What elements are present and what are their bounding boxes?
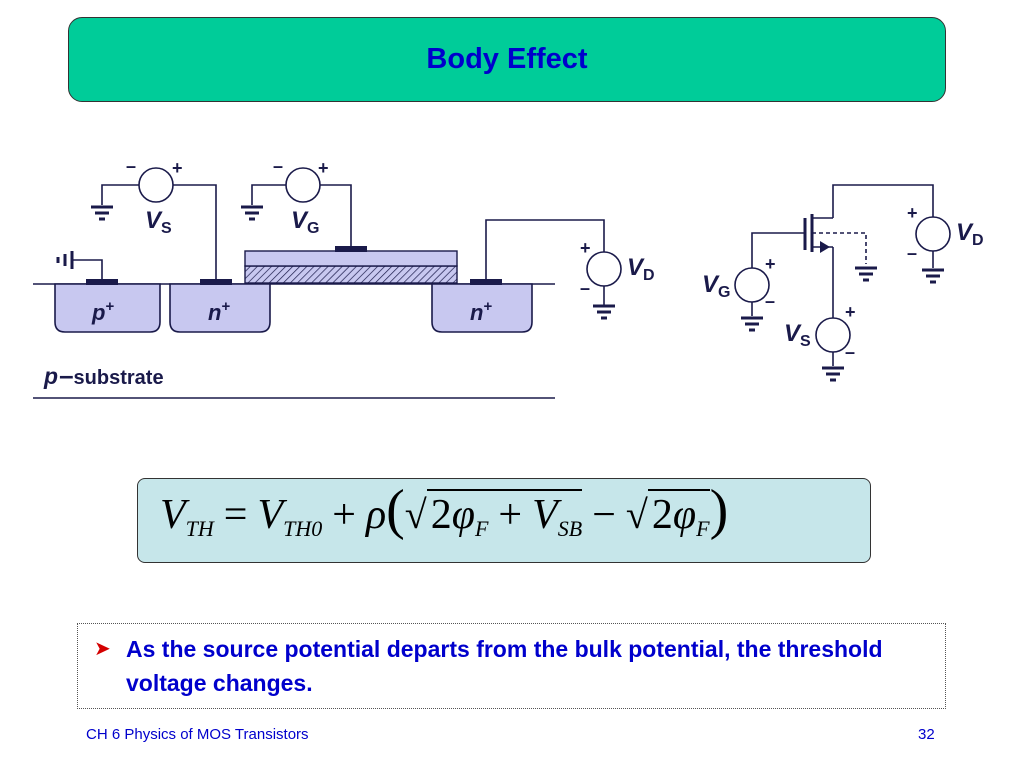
- n-plus-drain-label: n+: [470, 298, 492, 325]
- vg-source-icon: [285, 167, 321, 203]
- source-arrow-icon: [820, 241, 830, 253]
- n-plus-drain-well: [431, 283, 533, 333]
- bulk-ground-icon: [56, 251, 74, 269]
- vd-right-plus: +: [907, 203, 918, 223]
- note-box: ➤ As the source potential departs from t…: [77, 623, 946, 709]
- vg-right-plus: +: [765, 254, 776, 274]
- vs-label: VS: [145, 207, 172, 237]
- vd-right-minus: –: [907, 243, 917, 263]
- slide-title: Body Effect: [426, 43, 588, 75]
- vs-right-plus: +: [845, 302, 856, 322]
- vd-label: VD: [627, 254, 655, 284]
- source-contact: [200, 279, 232, 285]
- vs-plus-label: +: [172, 158, 183, 178]
- vs-right-label: VS: [784, 320, 811, 350]
- vg-plus-label: +: [318, 158, 329, 178]
- vg-ground-right-icon: [739, 316, 765, 332]
- title-bar: Body Effect: [68, 17, 946, 102]
- gate-poly: [244, 250, 458, 267]
- body-effect-diagram: – + – + + – VS VG VD p+ n+ n+ p–substrat…: [33, 156, 984, 399]
- vd-source-icon: [586, 251, 622, 287]
- vg-ground-icon: [239, 205, 265, 221]
- bulk-ground-right-icon: [853, 266, 879, 282]
- vd-plus-label: +: [580, 238, 591, 258]
- n-plus-source-well: [169, 283, 271, 333]
- vg-right-label: VG: [702, 271, 730, 301]
- drain-contact: [470, 279, 502, 285]
- vd-right-label: VD: [956, 219, 984, 249]
- vs-source-right-icon: [815, 317, 851, 353]
- vg-source-right-icon: [734, 267, 770, 303]
- vs-ground-right-icon: [820, 366, 846, 382]
- gate-contact: [335, 246, 367, 252]
- vs-minus-label: –: [126, 156, 136, 176]
- bulk-contact: [86, 279, 118, 285]
- vg-right-minus: –: [765, 291, 775, 311]
- vd-source-right-icon: [915, 216, 951, 252]
- p-plus-label: p+: [91, 298, 114, 325]
- p-plus-well: [54, 283, 161, 333]
- vg-minus-label: –: [273, 156, 283, 176]
- note-text: As the source potential departs from the…: [126, 636, 883, 696]
- vs-right-minus: –: [845, 342, 855, 362]
- gate-oxide: [244, 265, 458, 284]
- vd-minus-label: –: [580, 278, 590, 298]
- vs-ground-icon: [89, 205, 115, 221]
- footer-chapter: CH 6 Physics of MOS Transistors: [86, 726, 309, 743]
- arrow-bullet-icon: ➤: [94, 638, 111, 660]
- vd-ground-icon: [591, 304, 617, 320]
- vg-label: VG: [291, 207, 319, 237]
- substrate-label: p–substrate: [43, 360, 164, 390]
- n-plus-source-label: n+: [208, 298, 230, 325]
- vs-source-icon: [138, 167, 174, 203]
- page-number: 32: [918, 726, 935, 743]
- vd-ground-right-icon: [920, 268, 946, 284]
